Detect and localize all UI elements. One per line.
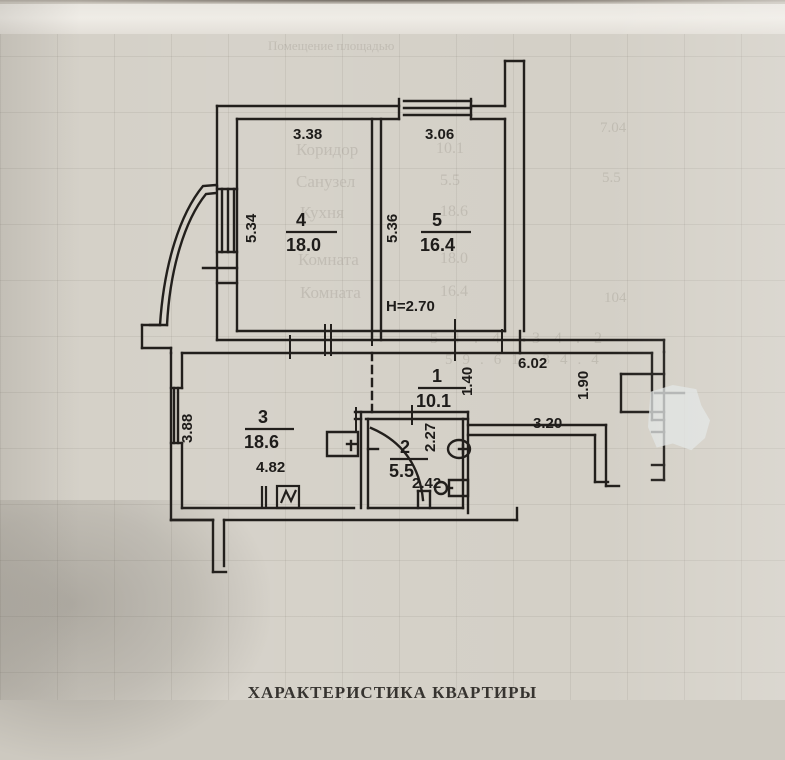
room-4-area: 18.0	[286, 235, 321, 255]
balcony-curve-outer	[158, 183, 218, 327]
dim-room4-width: 3.38	[293, 126, 322, 143]
dim-room3-height: 3.88	[179, 414, 196, 443]
dim-bath-height: 2.27	[422, 423, 439, 452]
sink-fixture-bowl	[446, 438, 472, 460]
dim-room5-width: 3.06	[425, 126, 454, 143]
ceiling-height-label: H=2.70	[386, 298, 435, 315]
dim-lower-right-width: 3.20	[533, 415, 562, 432]
room-4-number: 4	[296, 210, 306, 230]
room-3-number: 3	[258, 407, 268, 427]
room-2-number: 2	[400, 437, 410, 457]
dim-hall-height: 1.40	[459, 367, 476, 396]
dim-room5-height: 5.36	[384, 214, 401, 243]
room-2-area: 5.5	[389, 461, 414, 481]
dim-bath-width: 2.42	[412, 475, 441, 492]
room-3-area: 18.6	[244, 432, 279, 452]
document-bottom-title: ХАРАКТЕРИСТИКА КВАРТИРЫ	[247, 683, 538, 700]
room-5-number: 5	[432, 210, 442, 230]
dim-right-stub-height: 1.90	[575, 371, 592, 400]
toilet-tank	[447, 478, 470, 498]
room-1-area: 10.1	[416, 391, 451, 411]
dim-room3-width: 4.82	[256, 459, 285, 476]
balcony-curve-inner	[165, 191, 218, 327]
floor-plan-drawing: 3.38 5.34 4 18.0 3.06 5.36 5 16.4 H=2.70…	[140, 59, 686, 574]
meter-icon	[260, 484, 301, 510]
room-5-area: 16.4	[420, 235, 455, 255]
closet-box	[325, 430, 360, 458]
room-1-number: 1	[432, 366, 442, 386]
paper-top-edge	[0, 0, 785, 34]
dim-room4-height: 5.34	[243, 213, 260, 243]
dim-hall-width: 6.02	[518, 355, 547, 372]
